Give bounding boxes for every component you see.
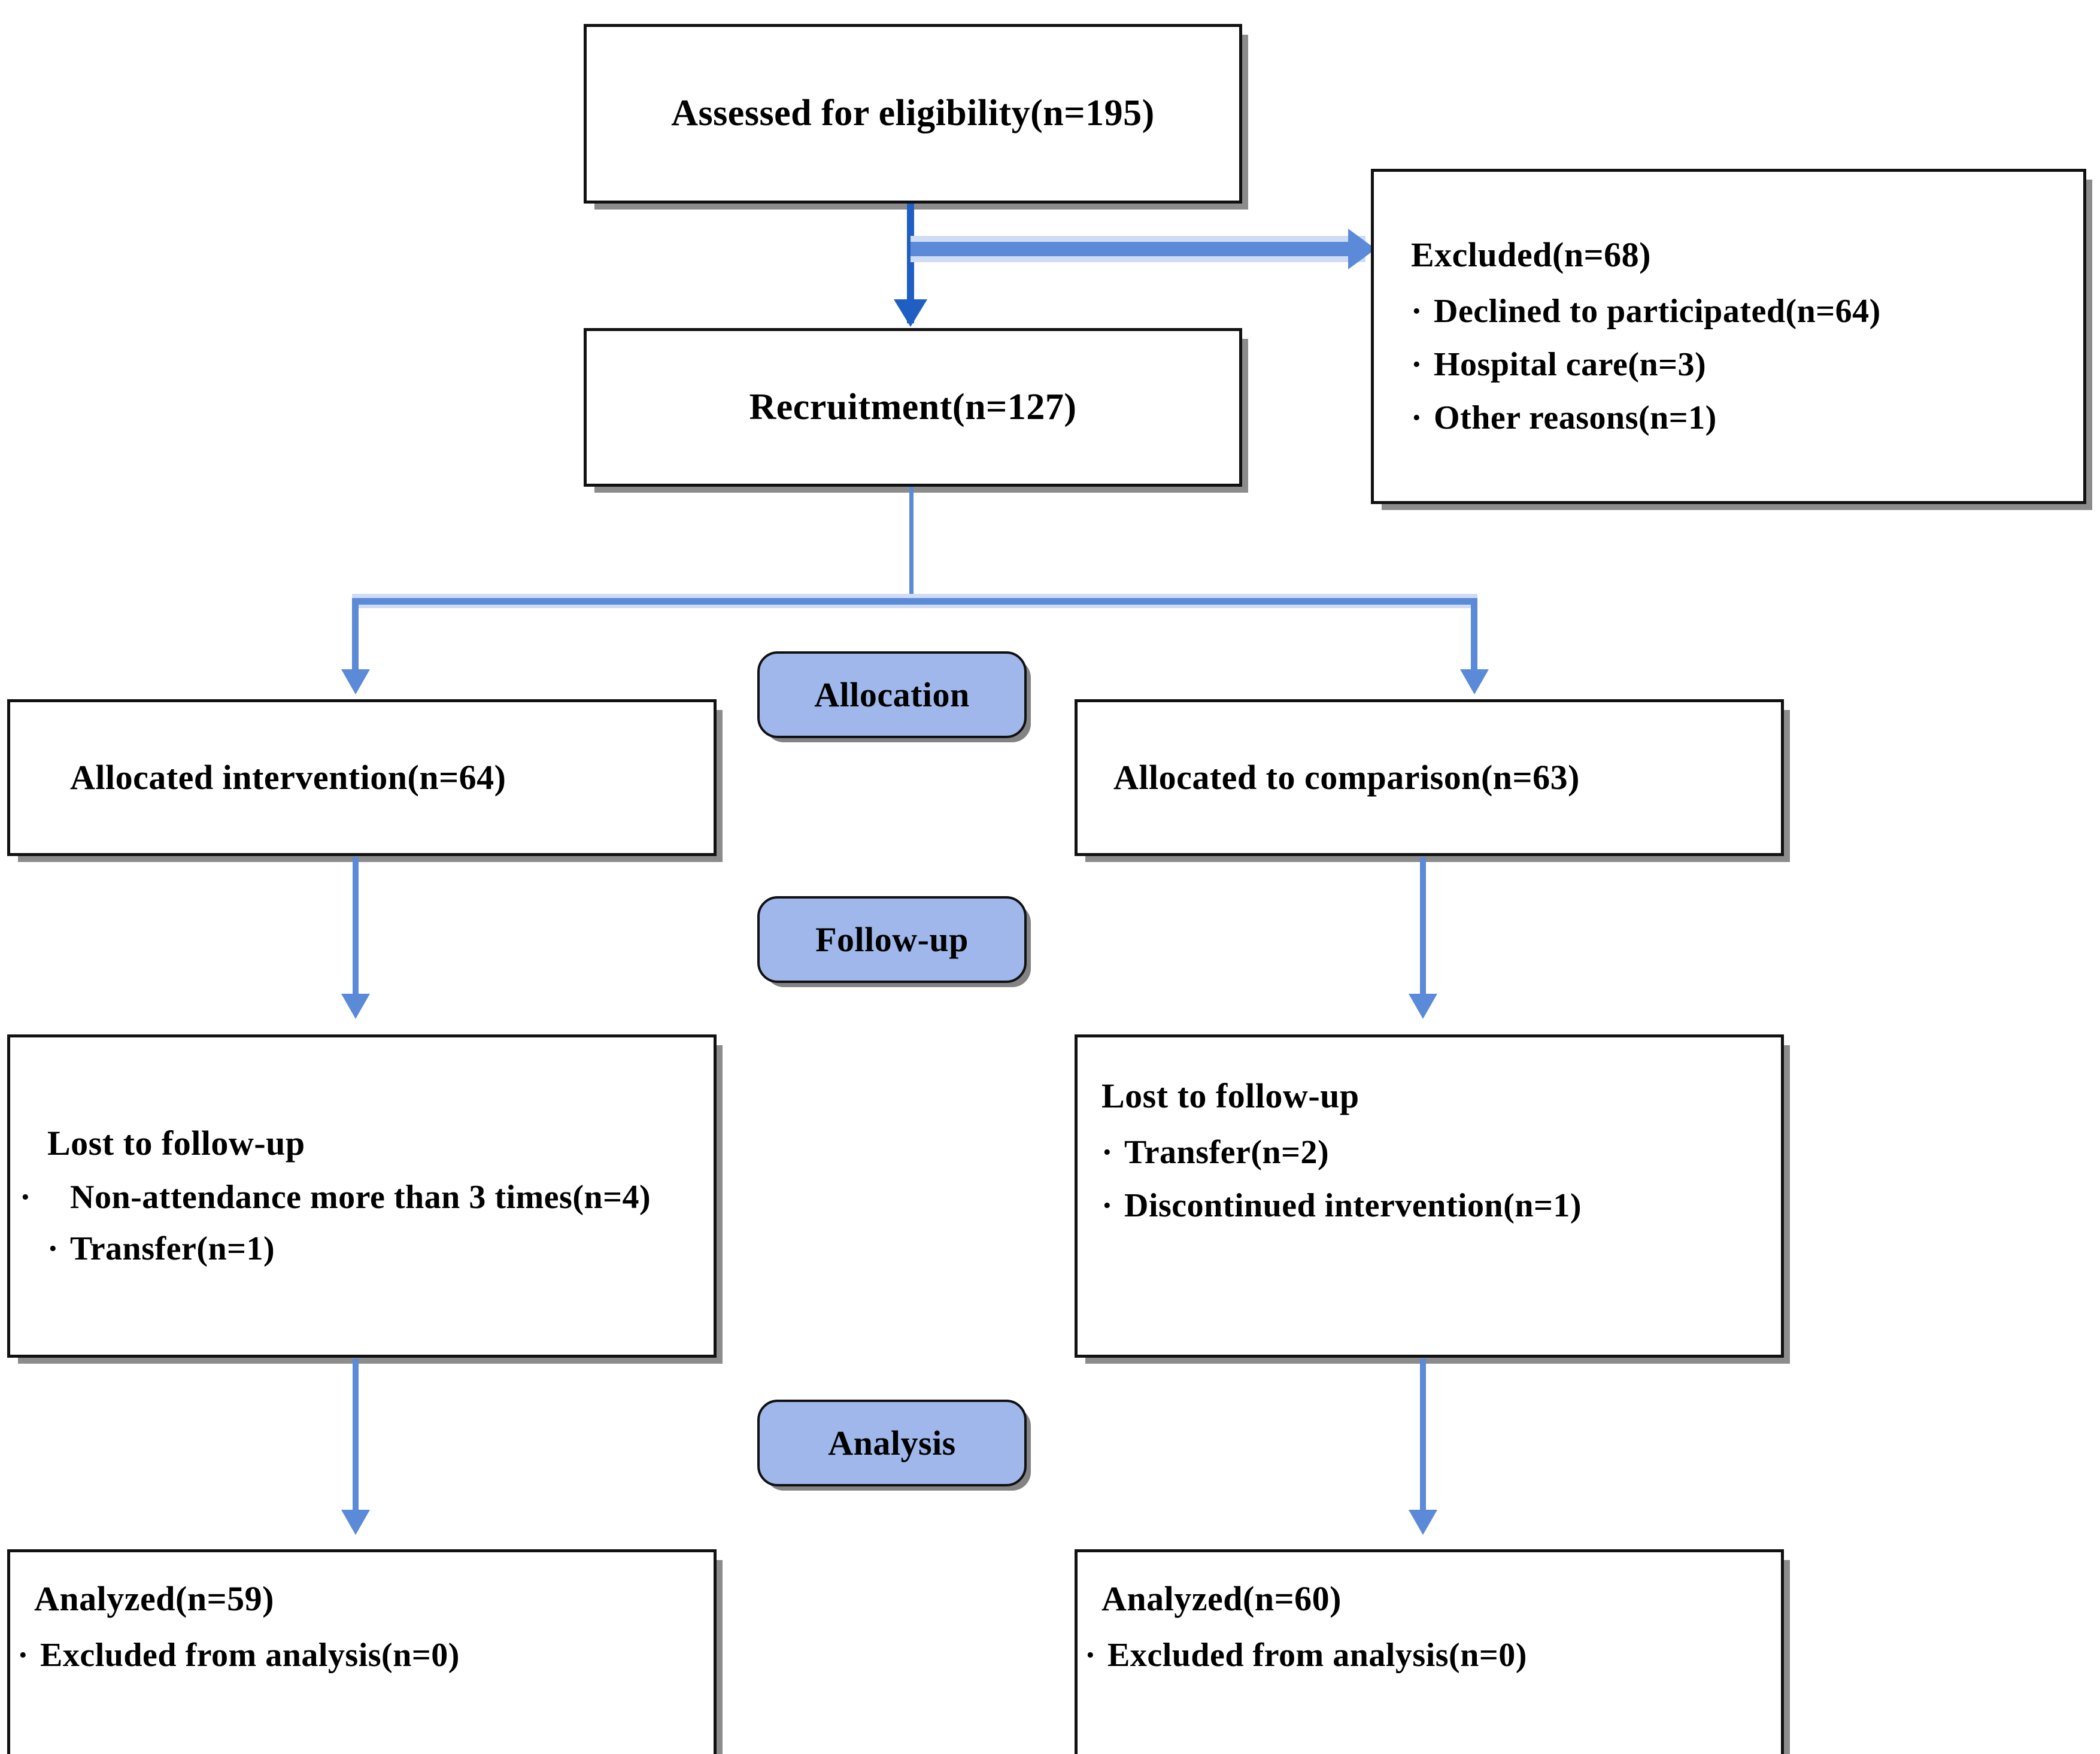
bullet-icon: · (1101, 1133, 1113, 1171)
node-analyzed-left-item-label: Excluded from analysis(n=0) (40, 1636, 460, 1674)
node-analyzed-left-item: · Excluded from analysis(n=0) (10, 1636, 714, 1674)
node-lost-left-item: · Non-attendance more than 3 times(n=4) (20, 1178, 714, 1216)
node-lost-to-followup-left: Lost to follow-up · Non-attendance more t… (7, 1034, 717, 1358)
node-lost-left-item-label: Non-attendance more than 3 times(n=4) (70, 1178, 651, 1216)
bullet-icon: · (17, 1636, 29, 1674)
connector-allocated-left-to-lost-left (353, 857, 359, 1010)
node-lost-left-title: Lost to follow-up (47, 1123, 305, 1163)
bullet-icon: · (1411, 399, 1423, 436)
node-lost-right-title: Lost to follow-up (1101, 1076, 1359, 1115)
node-lost-right-item: · Transfer(n=2) (1078, 1133, 1781, 1171)
node-allocated-comparison: Allocated to comparison(n=63) (1075, 699, 1784, 856)
node-recruitment: Recruitment(n=127) (584, 328, 1242, 487)
node-analyzed-right-title: Analyzed(n=60) (1101, 1579, 1342, 1618)
connector-lost-left-to-analyzed-left (353, 1359, 359, 1525)
node-analyzed-right: Analyzed(n=60) · Excluded from analysis(n… (1075, 1549, 1784, 1754)
node-assessed-label: Assessed for eligibility(n=195) (671, 93, 1155, 134)
bullet-icon: · (1411, 293, 1423, 330)
stage-badge-allocation: Allocation (757, 651, 1027, 738)
arrow-to-lost-left (341, 994, 370, 1019)
node-allocated-intervention: Allocated intervention(n=64) (7, 699, 717, 856)
bullet-icon: · (1411, 346, 1423, 384)
connector-recruitment-trunk (909, 487, 914, 600)
node-assessed-for-eligibility: Assessed for eligibility(n=195) (584, 24, 1242, 204)
stage-badge-analysis-label: Analysis (828, 1424, 956, 1462)
node-analyzed-left: Analyzed(n=59) · Excluded from analysis(n… (7, 1549, 717, 1754)
node-lost-to-followup-right: Lost to follow-up · Transfer(n=2) · Discon… (1075, 1034, 1784, 1358)
node-excluded-item: · Declined to participated(n=64) (1374, 294, 2083, 329)
stage-badge-followup: Follow-up (757, 896, 1027, 983)
node-analyzed-right-item: · Excluded from analysis(n=0) (1078, 1636, 1781, 1674)
node-excluded-item-label: Other reasons(n=1) (1434, 399, 1717, 436)
stage-badge-analysis: Analysis (757, 1400, 1027, 1486)
stage-badge-allocation-label: Allocation (814, 675, 970, 714)
connector-split-left-drop (352, 598, 359, 687)
arrow-to-lost-right (1409, 994, 1437, 1019)
bullet-icon: · (20, 1178, 32, 1216)
bullet-icon: · (1101, 1186, 1113, 1224)
arrow-to-analyzed-right (1409, 1510, 1437, 1535)
node-lost-left-item: · Transfer(n=1) (10, 1231, 714, 1267)
node-excluded-item-label: Declined to participated(n=64) (1434, 293, 1881, 330)
node-lost-right-item-label: Discontinued intervention(n=1) (1124, 1186, 1582, 1224)
node-lost-right-item: · Discontinued intervention(n=1) (1078, 1188, 1781, 1224)
node-recruitment-label: Recruitment(n=127) (749, 386, 1077, 427)
connector-to-excluded (911, 242, 1354, 256)
stage-badge-followup-label: Follow-up (815, 920, 969, 959)
bullet-icon: · (1085, 1636, 1097, 1674)
node-analyzed-right-item-label: Excluded from analysis(n=0) (1107, 1636, 1527, 1674)
node-excluded-title: Excluded(n=68) (1411, 235, 1651, 275)
connector-split-right-drop (1471, 598, 1477, 687)
connector-assessed-to-recruitment (907, 204, 914, 323)
node-excluded-item-label: Hospital care(n=3) (1434, 346, 1707, 384)
node-excluded: Excluded(n=68) · Declined to participated… (1371, 169, 2086, 504)
node-excluded-item: · Hospital care(n=3) (1374, 347, 2083, 383)
arrow-to-allocated-comparison (1460, 669, 1489, 694)
node-lost-left-item-label: Transfer(n=1) (70, 1230, 275, 1268)
arrow-assessed-to-recruitment (894, 299, 927, 327)
connector-lost-right-to-analyzed-right (1420, 1359, 1426, 1525)
node-allocated-intervention-label: Allocated intervention(n=64) (70, 757, 506, 797)
node-analyzed-left-title: Analyzed(n=59) (34, 1579, 274, 1618)
node-lost-right-item-label: Transfer(n=2) (1124, 1133, 1330, 1171)
node-excluded-item: · Other reasons(n=1) (1374, 400, 2083, 436)
node-allocated-comparison-label: Allocated to comparison(n=63) (1113, 757, 1580, 797)
arrow-to-analyzed-left (341, 1510, 370, 1535)
connector-allocated-right-to-lost-right (1420, 857, 1426, 1010)
connector-split-bar (352, 598, 1477, 605)
arrow-to-allocated-intervention (341, 669, 370, 694)
bullet-icon: · (47, 1230, 59, 1268)
